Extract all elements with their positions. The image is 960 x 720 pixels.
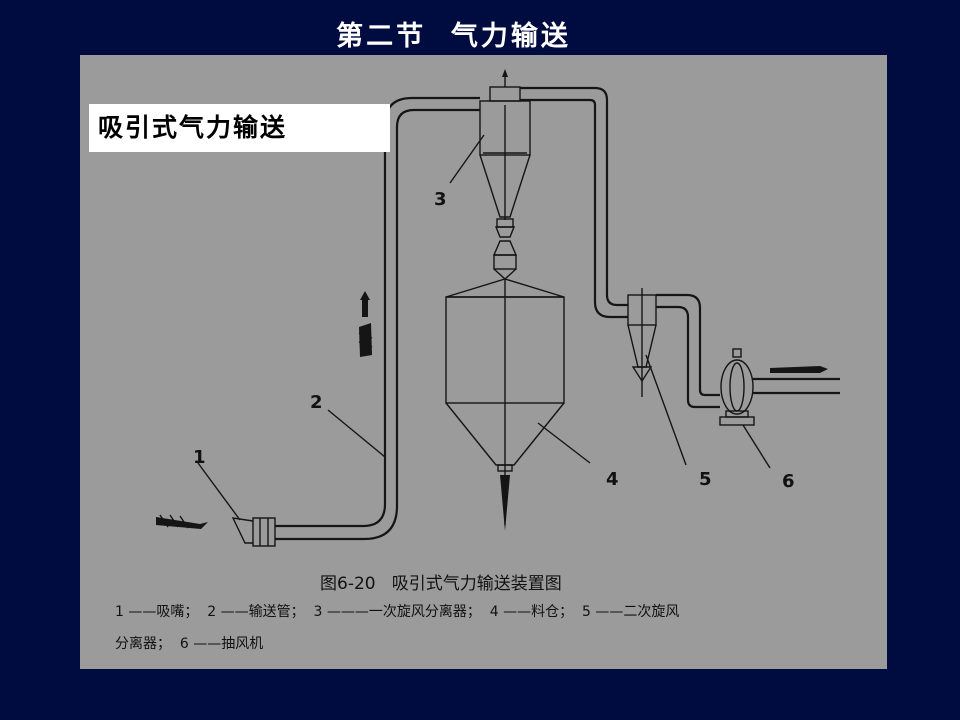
conveying-pipe (275, 96, 480, 541)
upward-flow-arrow-icon (358, 291, 373, 357)
figure-panel: 1 2 3 4 5 6 图6-20 吸引式气力输送装置图 1 ——吸嘴； 2 —… (80, 55, 887, 669)
label-2: 2 (310, 392, 323, 413)
label-4: 4 (606, 469, 619, 490)
exhaust-fan (719, 348, 840, 426)
figure-legend-line-1: 1 ——吸嘴； 2 ——输送管； 3 ———一次旋风分离器； 4 ——料仓； 5… (115, 603, 679, 620)
inlet-arrow-icon (156, 514, 208, 529)
silo (445, 278, 565, 531)
figure-legend-line-2: 分离器； 6 ——抽风机 (115, 635, 263, 652)
label-3: 3 (434, 189, 447, 210)
air-duct-secondary-to-fan (656, 293, 720, 409)
suction-nozzle (231, 517, 276, 547)
label-5: 5 (699, 469, 712, 490)
figure-caption: 图6-20 吸引式气力输送装置图 (320, 574, 562, 594)
pneumatic-conveying-diagram: 1 2 3 4 5 6 图6-20 吸引式气力输送装置图 1 ——吸嘴； 2 —… (115, 69, 840, 652)
leader-lines (197, 134, 771, 521)
outlet-arrow-icon (770, 366, 828, 373)
air-duct-primary-to-secondary (520, 86, 628, 319)
label-6: 6 (782, 471, 795, 492)
subtitle-label: 吸引式气力输送 (89, 104, 390, 152)
primary-cyclone (479, 69, 531, 280)
secondary-cyclone (627, 288, 657, 397)
label-1: 1 (193, 447, 206, 468)
slide-title: 第二节 气力输送 (336, 21, 571, 52)
